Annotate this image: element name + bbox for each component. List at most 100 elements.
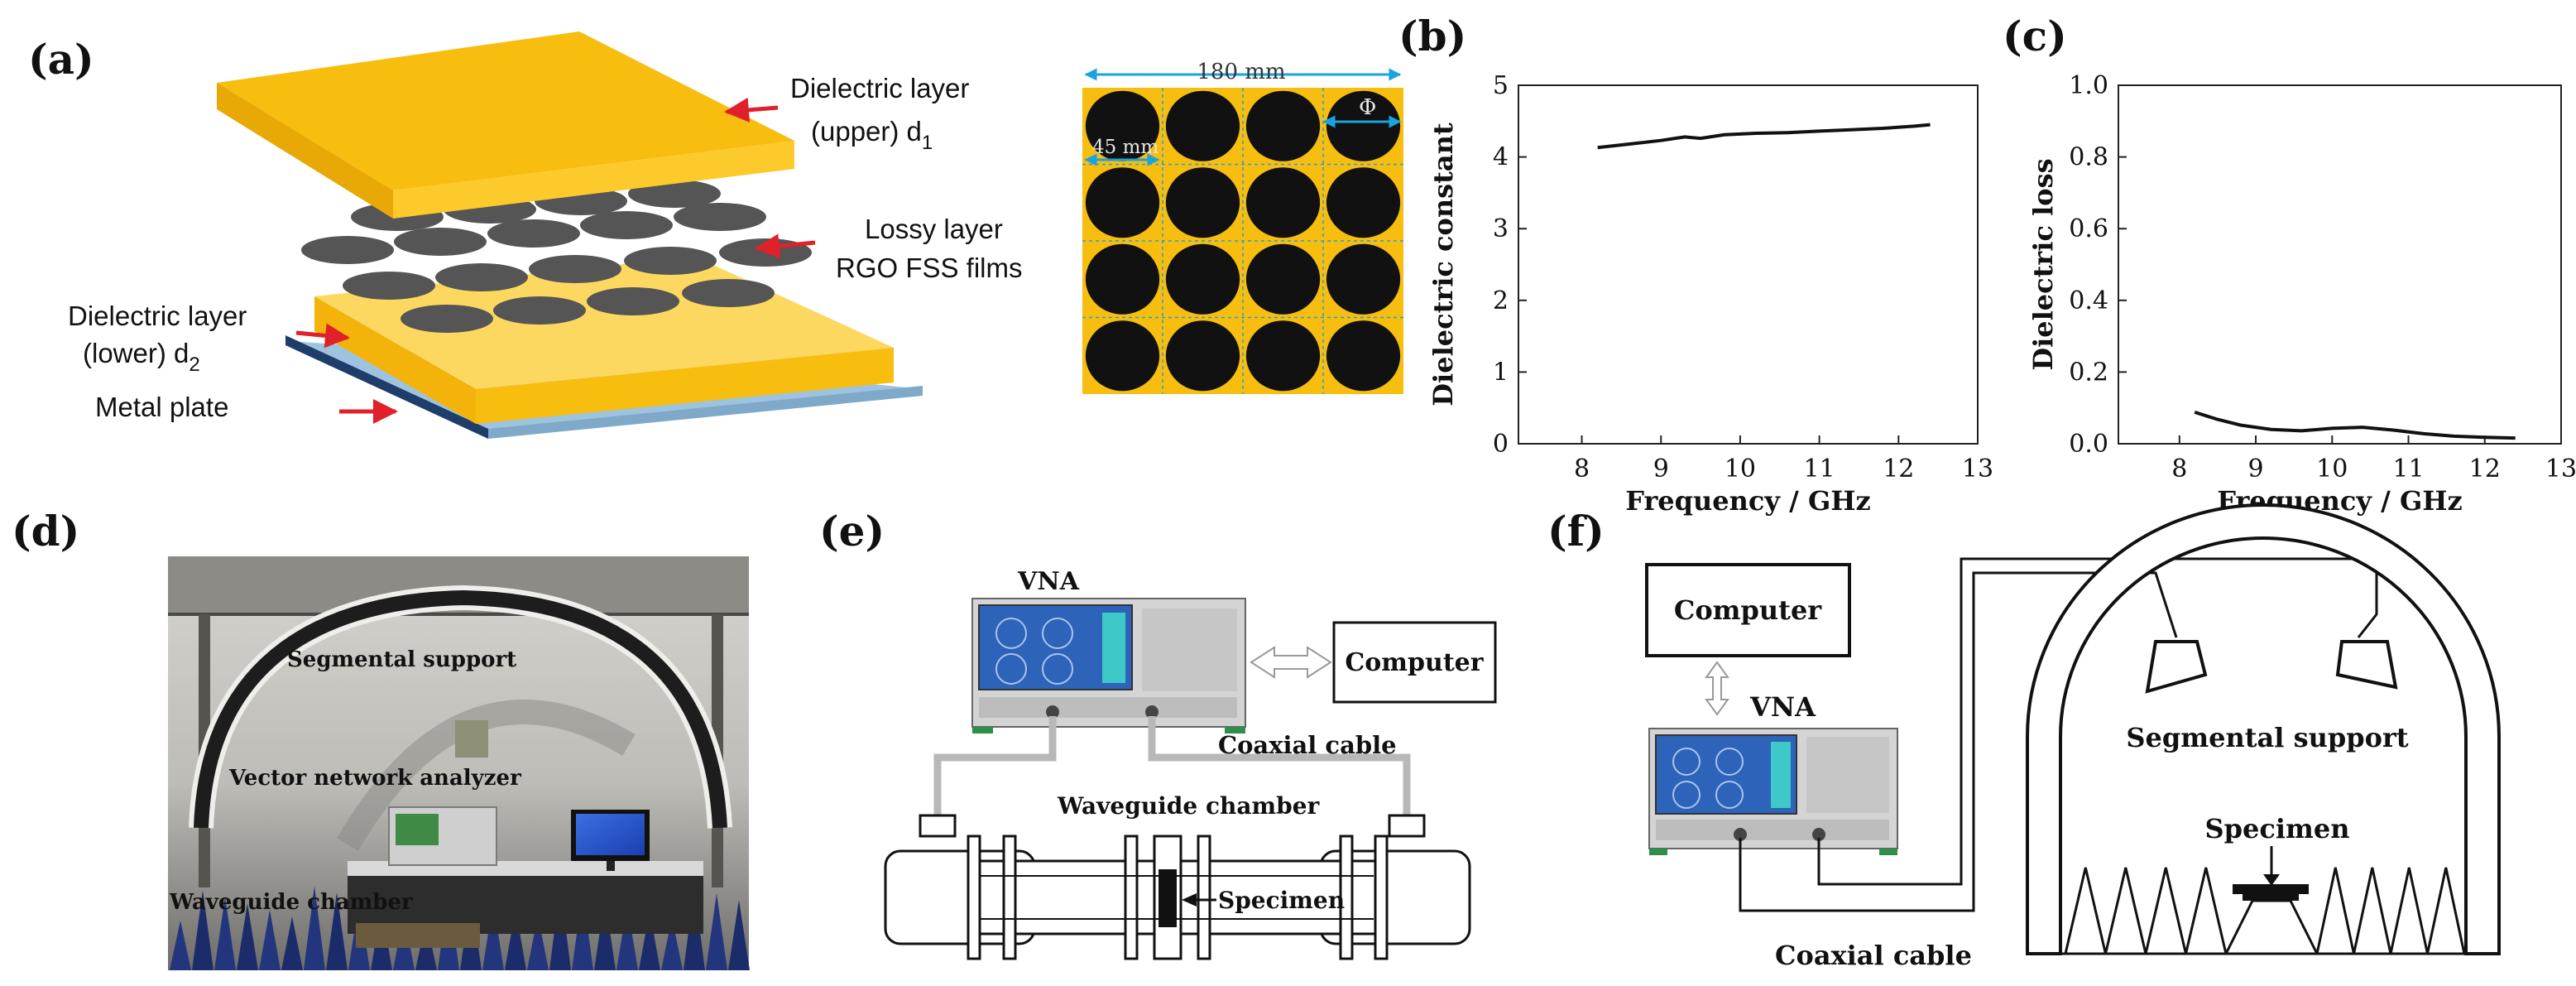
rgo-disc — [435, 263, 528, 291]
fss-disc — [1245, 90, 1321, 161]
absorber-cone — [281, 916, 303, 970]
vna-instrument-e — [971, 598, 1246, 733]
specimen-f — [2233, 884, 2309, 894]
computer-box-f — [1645, 563, 1851, 657]
y-tick-label: 0.6 — [2069, 214, 2108, 243]
specimen-e — [1158, 869, 1177, 927]
label-lossy-1: Lossy layer — [865, 214, 1003, 244]
photo-label-vna: Vector network analyzer — [228, 766, 521, 791]
rgo-disc — [682, 279, 775, 307]
dielectric-lower-side — [476, 348, 894, 424]
fss-diameter-label: Φ — [1359, 95, 1376, 120]
y-tick-label: 1 — [1493, 358, 1509, 387]
absorber-cone — [639, 911, 660, 970]
double-arrow-f — [1705, 661, 1729, 716]
fss-disc — [1085, 243, 1160, 315]
arrow-lower — [295, 323, 350, 349]
fss-disc — [1165, 243, 1240, 315]
x-tick-label: 10 — [1725, 455, 1756, 483]
label-upper-layer-2: (upper) d1 — [811, 116, 933, 154]
label-metal-plate: Metal plate — [95, 392, 228, 422]
fss-disc — [1245, 320, 1321, 392]
x-tick-label: 13 — [1962, 455, 1993, 483]
computer-label-f: Computer — [1674, 594, 1822, 626]
series-line — [2194, 410, 2516, 440]
absorber-cone — [192, 890, 213, 970]
rgo-disc — [394, 228, 487, 256]
coax-cable-left-e — [933, 716, 1057, 815]
y-tick-label: 3 — [1493, 214, 1509, 243]
x-tick-label: 8 — [1574, 455, 1590, 483]
coax-label-e: Coaxial cable — [1218, 731, 1397, 759]
absorber-cone — [616, 904, 638, 970]
absorber-cone — [237, 903, 258, 970]
photo-waveguide — [356, 923, 480, 948]
rgo-disc — [529, 255, 621, 283]
photo-label-support: Segmental support — [287, 647, 516, 672]
absorber-cone — [706, 893, 727, 970]
horn-antenna-left — [2145, 640, 2208, 694]
panel-label-c: (c) — [2003, 12, 2067, 60]
panel-label-b: (b) — [1398, 12, 1467, 60]
plot-frame — [2118, 84, 2562, 445]
y-axis-label: Dielectric loss — [2027, 158, 2059, 370]
fss-disc — [1165, 167, 1240, 238]
absorber-cone — [259, 910, 281, 970]
fss-disc — [1165, 320, 1240, 392]
y-tick-label: 2 — [1493, 286, 1509, 315]
fss-disc — [1085, 90, 1160, 161]
panel-label-d: (d) — [12, 507, 80, 556]
coax-cable-right-e — [1148, 716, 1411, 815]
x-tick-label: 11 — [2392, 455, 2424, 483]
rgo-disc — [487, 219, 580, 248]
y-tick-label: 0.4 — [2069, 286, 2108, 315]
x-tick-label: 13 — [2545, 455, 2576, 483]
dielectric-upper-top — [217, 31, 794, 190]
absorber-cone — [527, 915, 549, 970]
plot-frame — [1518, 84, 1979, 445]
dielectric-lower-front — [314, 296, 476, 424]
horn-antenna-right — [2335, 640, 2398, 690]
absorber-cone — [170, 921, 191, 970]
rgo-disc — [301, 236, 394, 264]
fss-width-label: 180 mm — [1197, 60, 1285, 84]
vna-label-f: VNA — [1749, 691, 1816, 723]
absorber-cone — [728, 900, 750, 970]
absorber-cone — [661, 917, 683, 970]
panel-label-a: (a) — [28, 35, 94, 84]
label-lower-layer-1: Dielectric layer — [68, 301, 247, 331]
rgo-fss-discs — [301, 180, 812, 333]
segmental-arch-f — [2026, 503, 2501, 955]
x-tick-label: 12 — [1883, 455, 1914, 483]
label-lower-layer-2: (lower) d2 — [83, 338, 200, 376]
rgo-disc — [674, 203, 766, 231]
support-label-f: Segmental support — [2126, 722, 2408, 753]
series-line — [1597, 123, 1931, 150]
fss-cell-label: 45 mm — [1092, 137, 1158, 158]
panel-label-f: (f) — [1547, 507, 1605, 556]
arrow-lossy — [755, 233, 816, 259]
photo-label-waveguide: Waveguide chamber — [169, 890, 413, 915]
label-lossy-2: RGO FSS films — [836, 253, 1023, 283]
fss-disc — [1326, 320, 1401, 392]
waveguide-setup-diagram: VNA Computer Coaxial cable Waveguide cha… — [884, 567, 1497, 960]
y-tick-label: 5 — [1493, 71, 1509, 100]
rgo-disc — [587, 287, 679, 315]
specimen-label-f: Specimen — [2205, 813, 2350, 844]
panel-label-e: (e) — [819, 507, 885, 556]
fss-disc — [1085, 167, 1160, 238]
x-tick-label: 9 — [1653, 455, 1669, 483]
y-axis-label: Dielectric constant — [1427, 123, 1459, 406]
absorber-structure-diagram: Dielectric layer (upper) d1 Lossy layer … — [68, 31, 1023, 439]
rgo-disc — [628, 180, 721, 208]
y-tick-label: 1.0 — [2069, 71, 2108, 100]
x-tick-label: 10 — [2316, 455, 2348, 483]
arch-setup-diagram: Computer VNA Coaxial cable Segme — [1645, 503, 2501, 971]
coax-cable-1-f — [1739, 571, 2178, 912]
rgo-disc — [401, 305, 493, 333]
vna-label-e: VNA — [1017, 567, 1080, 596]
absorber-cone — [505, 908, 526, 970]
